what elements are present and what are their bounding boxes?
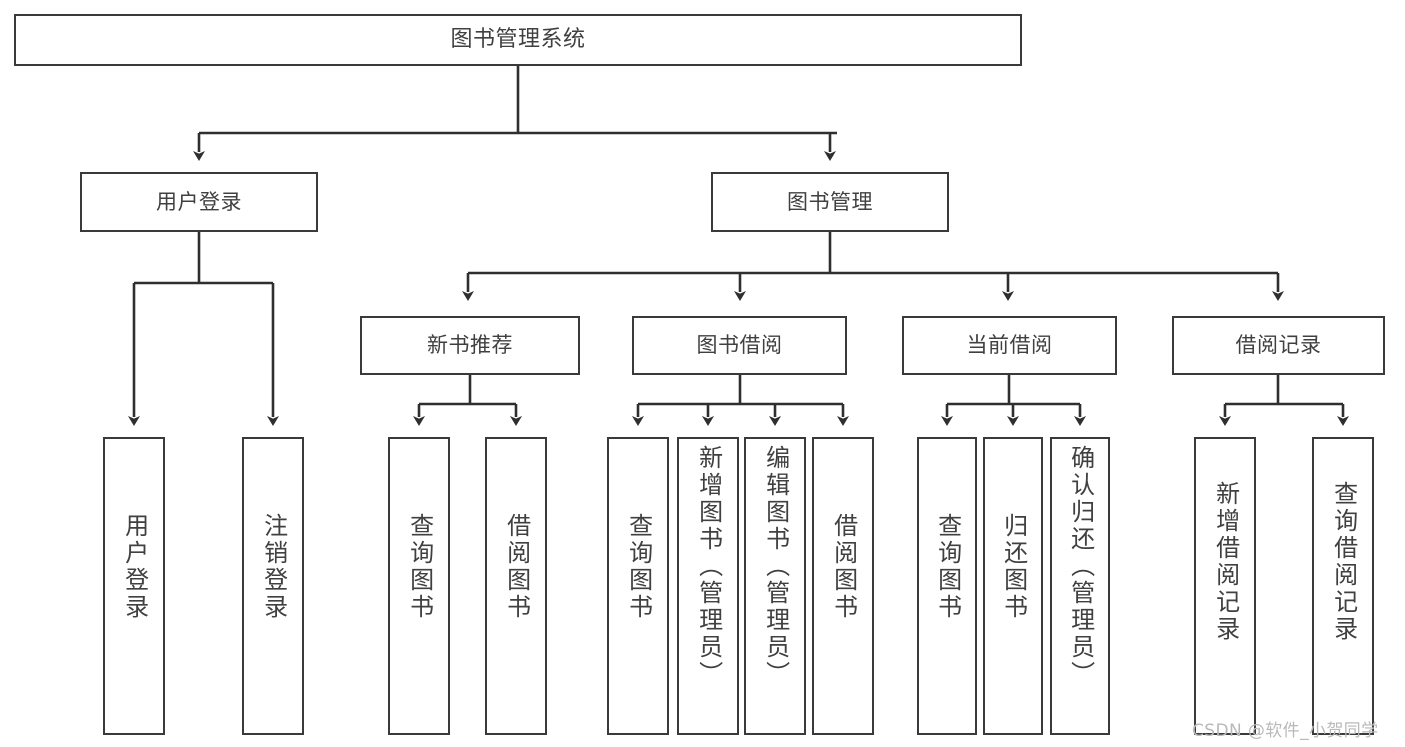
- leaf-query-book-borrow[interactable]: 查询图书: [607, 437, 669, 735]
- node-book-management[interactable]: 图书管理: [711, 172, 949, 232]
- node-user-login[interactable]: 用户登录: [80, 172, 318, 232]
- leaf-user-login-label: 用户登录: [120, 513, 149, 621]
- leaf-add-book-admin[interactable]: 新增图书（管理员）: [677, 437, 739, 735]
- leaf-add-borrow-record-label: 新增借阅记录: [1211, 481, 1240, 643]
- leaf-return-book[interactable]: 归还图书: [983, 437, 1043, 735]
- leaf-confirm-return-admin[interactable]: 确认归还（管理员）: [1050, 437, 1110, 735]
- node-new-book-recommend-label: 新书推荐: [427, 333, 513, 358]
- leaf-confirm-return-admin-label: 确认归还（管理员）: [1066, 445, 1095, 688]
- leaf-query-book-recommend[interactable]: 查询图书: [388, 437, 450, 735]
- leaf-query-book-current-label: 查询图书: [933, 513, 962, 621]
- leaf-logout[interactable]: 注销登录: [242, 437, 304, 735]
- leaf-logout-label: 注销登录: [259, 513, 288, 621]
- leaf-add-borrow-record[interactable]: 新增借阅记录: [1194, 437, 1256, 735]
- leaf-add-book-admin-label: 新增图书（管理员）: [694, 445, 723, 688]
- leaf-query-borrow-record[interactable]: 查询借阅记录: [1312, 437, 1374, 735]
- leaf-user-login[interactable]: 用户登录: [103, 437, 165, 735]
- leaf-edit-book-admin[interactable]: 编辑图书（管理员）: [744, 437, 806, 735]
- node-borrow-record[interactable]: 借阅记录: [1172, 316, 1385, 375]
- node-user-login-label: 用户登录: [156, 189, 242, 214]
- node-book-borrow[interactable]: 图书借阅: [632, 316, 847, 375]
- leaf-query-borrow-record-label: 查询借阅记录: [1329, 481, 1358, 643]
- leaf-query-book-recommend-label: 查询图书: [405, 513, 434, 621]
- node-current-borrow[interactable]: 当前借阅: [902, 316, 1117, 375]
- leaf-borrow-book-recommend[interactable]: 借阅图书: [485, 437, 547, 735]
- leaf-query-book-current[interactable]: 查询图书: [917, 437, 977, 735]
- node-new-book-recommend[interactable]: 新书推荐: [360, 316, 580, 375]
- node-root-label: 图书管理系统: [450, 27, 586, 53]
- leaf-borrow-book[interactable]: 借阅图书: [812, 437, 874, 735]
- leaf-borrow-book-recommend-label: 借阅图书: [502, 513, 531, 621]
- node-current-borrow-label: 当前借阅: [966, 333, 1053, 358]
- node-borrow-record-label: 借阅记录: [1235, 333, 1322, 358]
- csdn-watermark: CSDN @软件_小贺同学: [1192, 721, 1379, 741]
- leaf-edit-book-admin-label: 编辑图书（管理员）: [761, 445, 790, 688]
- node-root[interactable]: 图书管理系统: [14, 14, 1022, 66]
- leaf-borrow-book-label: 借阅图书: [829, 513, 858, 621]
- node-book-management-label: 图书管理: [787, 189, 873, 214]
- node-book-borrow-label: 图书借阅: [696, 333, 783, 358]
- leaf-query-book-borrow-label: 查询图书: [624, 513, 653, 621]
- leaf-return-book-label: 归还图书: [999, 513, 1028, 621]
